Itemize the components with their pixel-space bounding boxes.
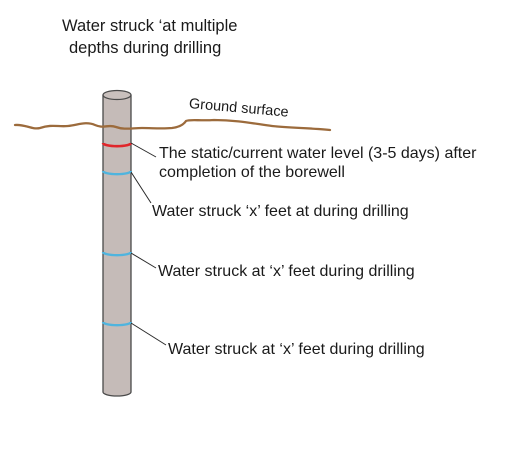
static-water-level-label-line-1: The static/current water level (3-5 days… <box>159 145 477 162</box>
borewell-pipe-top <box>102 89 132 101</box>
diagram-title-line-1: Water struck ‘at multiple <box>62 17 238 35</box>
static-water-level-marker <box>101 142 133 148</box>
water-strike-marker-3 <box>101 321 133 327</box>
leader-strike-3 <box>130 322 167 346</box>
leader-strike-2 <box>130 252 157 269</box>
leader-static-level <box>130 142 157 158</box>
borewell-pipe <box>102 95 132 397</box>
ground-surface-line <box>13 118 332 132</box>
water-strike-label-3: Water struck at ‘x’ feet during drilling <box>168 341 425 358</box>
water-strike-marker-1 <box>101 170 133 176</box>
water-strike-label-1: Water struck ‘x’ feet at during drilling <box>152 203 409 220</box>
static-water-level-label-line-2: completion of the borewell <box>159 164 345 181</box>
water-strike-marker-2 <box>101 251 133 257</box>
water-strike-label-2: Water struck at ‘x’ feet during drilling <box>158 263 415 280</box>
leader-strike-1 <box>130 171 152 204</box>
diagram-title-line-2: depths during drilling <box>69 39 222 57</box>
